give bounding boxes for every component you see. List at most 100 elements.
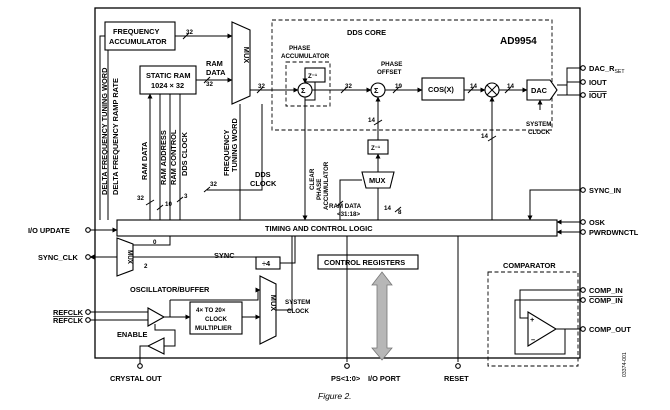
bus-19: 19	[395, 83, 402, 90]
ram-data-top-label-2: DATA	[206, 68, 226, 77]
pin-crystal-out-label: CRYSTAL OUT	[110, 374, 162, 383]
ram-data-top-label-1: RAM	[206, 59, 223, 68]
pin-sync-in-label: SYNC_IN	[589, 186, 621, 195]
pin-iout	[580, 79, 586, 85]
enable-label: ENABLE	[117, 330, 147, 339]
ftw-label-1: FREQUENCY	[222, 130, 231, 176]
z-inverse-mid-label: Z⁻¹	[371, 145, 380, 152]
pin-ps-label: PS<1:0>	[331, 374, 361, 383]
frequency-accumulator-block	[104, 21, 176, 51]
delta-frr-label: DELTA FREQUENCY RAMP RATE	[111, 78, 120, 195]
dds-clock-label-1: DDS	[255, 170, 271, 179]
control-registers-block	[317, 254, 419, 270]
doc-code: 03374-001	[622, 352, 628, 377]
pin-dac-rset-label: DAC_RSET	[589, 64, 625, 75]
pin-comp-in-bar	[580, 297, 586, 303]
pin-sync-clk	[85, 254, 91, 260]
pin-iout-bar-label: IOUT	[589, 91, 607, 100]
pin-iout-label: IOUT	[589, 78, 607, 87]
pin-refclk-bar-label: REFCLK	[53, 316, 84, 325]
pin-comp-in	[580, 287, 586, 293]
static-ram-label-2: 1024 × 32	[151, 81, 184, 90]
pin-comp-out	[580, 326, 586, 332]
sync-label: SYNC	[214, 251, 235, 260]
pin-reset	[455, 363, 461, 369]
pin-pwrdwnctl-label: PWRDWNCTL	[589, 228, 639, 237]
bus-14-po: 14	[368, 117, 375, 124]
bus-32-v: 32	[137, 195, 144, 202]
dac-label: DAC	[531, 86, 548, 95]
comparator-label: COMPARATOR	[503, 261, 556, 270]
clear-phase-acc-label-2: PHASE	[316, 179, 323, 200]
pin-refclk-label: REFCLK	[53, 308, 84, 317]
dds-clock-label-2: CLOCK	[250, 179, 277, 188]
pin-comp-in-label: COMP_IN	[589, 286, 623, 295]
top-mux-label: MUX	[242, 47, 251, 63]
io-port-bus-arrow	[371, 271, 393, 361]
bus-3: 3	[184, 193, 188, 200]
bus-10: 10	[165, 201, 172, 208]
pin-comp-in-bar-label: COMP_IN	[589, 296, 623, 305]
control-registers-label: CONTROL REGISTERS	[324, 258, 405, 267]
comparator-minus: –	[531, 335, 535, 344]
clear-phase-acc-label-1: CLEAR	[309, 168, 316, 190]
sync-clk-mux-label: MUX	[126, 250, 133, 265]
phase-accumulator-label-2: ACCUMULATOR	[281, 53, 330, 60]
chip-outline	[94, 7, 581, 359]
bus-32-ram: 32	[206, 81, 213, 88]
pin-sync-in	[580, 187, 586, 193]
pin-dac-rset	[580, 65, 586, 71]
bus-2: 2	[144, 263, 148, 270]
figure-caption: Figure 2.	[318, 391, 352, 401]
oscillator-buffer-label: OSCILLATOR/BUFFER	[130, 285, 210, 294]
pin-pwrdwnctl	[580, 229, 586, 235]
pin-iout-bar	[580, 92, 586, 98]
clock-multiplier-block	[189, 301, 243, 335]
adder-1-sigma: Σ	[301, 86, 306, 95]
chip-name: AD9954	[500, 36, 537, 47]
comparator-opamp	[527, 311, 558, 347]
phase-accumulator-label-1: PHASE	[289, 45, 310, 52]
comparator-plus: +	[530, 315, 535, 324]
z-inverse-phase-acc-label: Z⁻¹	[308, 73, 317, 80]
ftw-label-2: TUNING WORD	[230, 118, 239, 172]
system-clock-right-label-2: CLOCK	[528, 129, 551, 136]
ram-data-bits-label-1: RAM DATA	[329, 203, 362, 210]
pin-comp-out-label: COMP_OUT	[589, 325, 631, 334]
bus-32-pa: 32	[345, 83, 352, 90]
ram-control-v-label: RAM CONTROL	[169, 129, 178, 185]
frequency-accumulator-label-2: ACCUMULATOR	[109, 37, 167, 46]
bus-14-mux: 14	[384, 205, 391, 212]
system-clock-right-label-1: SYSTEM	[526, 121, 551, 128]
system-clock-mux	[259, 275, 277, 345]
bus-14-left: 14	[481, 133, 488, 140]
phase-offset-label-2: OFFSET	[377, 69, 402, 76]
pin-sync-clk-label: SYNC_CLK	[38, 253, 78, 262]
pin-io-update-label: I/O UPDATE	[28, 226, 70, 235]
dds-clock-v-label: DDS CLOCK	[180, 131, 189, 176]
pin-refclk-bar	[85, 317, 91, 323]
clock-multiplier-label-1: 4× TO 20×	[196, 307, 226, 314]
frequency-accumulator-label-1: FREQUENCY	[113, 27, 159, 36]
div4-label: ÷4	[262, 259, 271, 268]
dds-core-region	[271, 19, 553, 131]
static-ram-label-1: STATIC RAM	[146, 71, 190, 80]
crystal-out-buffer	[146, 337, 165, 355]
top-mux	[231, 21, 251, 105]
pin-reset-label: RESET	[444, 374, 469, 383]
pin-osk-label: OSK	[589, 218, 606, 227]
dds-core-label: DDS CORE	[347, 28, 386, 37]
pin-io-port-label: I/O PORT	[368, 374, 401, 383]
system-clock-bottom-label-1: SYSTEM	[285, 299, 310, 306]
ram-data-v-label: RAM DATA	[140, 141, 149, 180]
bus-0: 0	[153, 239, 157, 246]
bus-32-fa: 32	[186, 29, 193, 36]
dac-block	[526, 79, 558, 101]
comparator-region	[487, 271, 579, 367]
bus-14-cos: 14	[470, 83, 477, 90]
bus-32-ftw: 32	[210, 181, 217, 188]
bus-14-dac: 14	[507, 83, 514, 90]
delta-ftw-label: DELTA FREQUENCY TUNING WORD	[100, 67, 109, 195]
pin-io-update	[85, 227, 91, 233]
